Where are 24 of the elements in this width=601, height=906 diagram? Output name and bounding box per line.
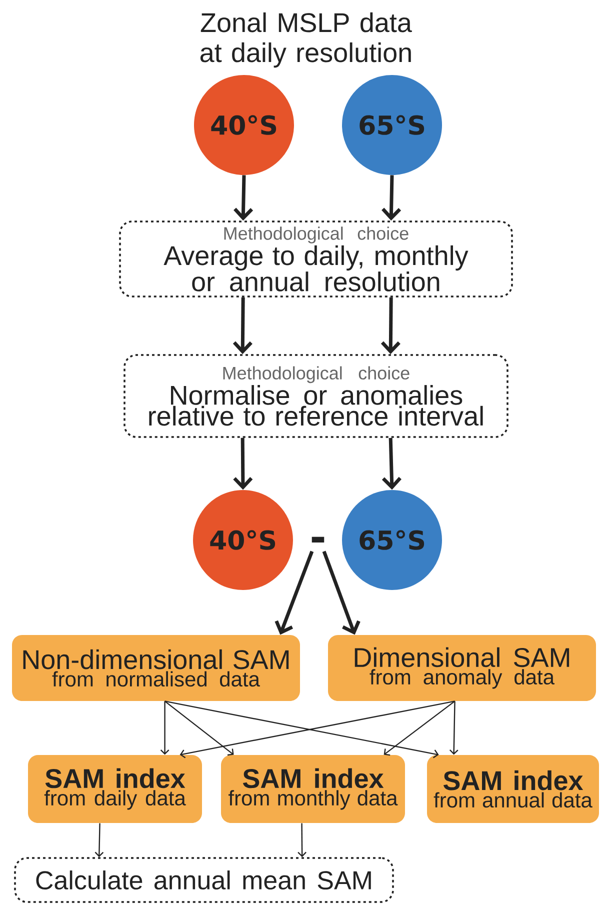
index-box: SAM index from annual data xyxy=(427,755,599,823)
arrow xyxy=(94,823,104,858)
arrow xyxy=(380,297,400,354)
arrow xyxy=(384,700,456,756)
arrow xyxy=(233,438,253,490)
arrow xyxy=(232,297,252,354)
minus-sign: - xyxy=(312,536,324,543)
index-box: SAM index from daily data xyxy=(28,755,202,823)
process-box: Non-dimensional SAM from normalised data xyxy=(12,635,300,701)
arrow xyxy=(160,701,170,755)
index-box: SAM index from monthly data xyxy=(221,755,405,823)
arrow xyxy=(234,175,254,221)
process-box: Calculate annual mean SAM xyxy=(14,857,394,903)
process-box: Dimensional SAM from anomaly data xyxy=(328,635,596,701)
title: Zonal MSLP data at daily resolution xyxy=(200,12,412,68)
arrow xyxy=(449,701,458,755)
arrow xyxy=(322,550,360,635)
choice-box: Methodological choice Normalise or anomalies relative to reference interval xyxy=(124,354,508,438)
arrow xyxy=(164,700,234,756)
arrow xyxy=(382,175,402,221)
choice-box: Methodological choice Average to daily, monthly or annual resolution xyxy=(119,220,513,298)
arrow xyxy=(382,438,402,490)
arrow xyxy=(274,550,314,635)
arrow xyxy=(298,823,306,858)
